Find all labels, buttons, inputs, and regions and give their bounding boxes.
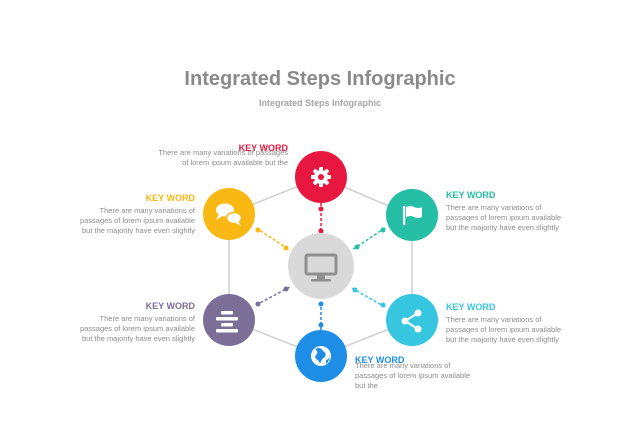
connector-upper-right: [351, 227, 386, 251]
connector-lower-right: [349, 286, 386, 308]
monitor-icon: [304, 253, 338, 282]
page-subtitle: Integrated Steps Infographic: [258, 98, 381, 108]
connector-lower-left: [255, 286, 291, 307]
node-upper-right: [386, 189, 438, 241]
connector-bottom: [318, 300, 324, 330]
node-top: [295, 151, 347, 203]
page-title: Integrated Steps Infographic: [184, 68, 456, 90]
desc-top: There are many variations of passages of…: [158, 148, 288, 167]
share-icon: [401, 309, 422, 333]
node-lower-left: [203, 294, 255, 346]
keyword-bottom: KEY WORD: [355, 355, 405, 365]
keyword-upper-left: KEY WORD: [145, 193, 195, 203]
center-node: [288, 233, 354, 299]
node-lower-right: [386, 294, 438, 346]
desc-lower-left: There are many variations of passages of…: [79, 314, 195, 343]
flag-icon: [403, 206, 422, 225]
node-bottom: [295, 330, 347, 382]
keyword-lower-left: KEY WORD: [145, 301, 195, 311]
keyword-upper-right: KEY WORD: [446, 190, 496, 200]
keyword-top: KEY WORD: [238, 143, 288, 153]
connector-upper-left: [255, 227, 291, 251]
keyword-lower-right: KEY WORD: [446, 302, 496, 312]
globe-icon: [311, 346, 331, 366]
list-icon: [216, 311, 238, 333]
desc-lower-right: There are many variations of passages of…: [446, 315, 562, 344]
chat-icon: [216, 203, 243, 226]
desc-bottom: There are many variations of passages of…: [355, 361, 471, 390]
desc-upper-right: There are many variations of passages of…: [446, 203, 562, 232]
node-upper-left: [203, 188, 255, 240]
desc-upper-left: There are many variations of passages of…: [79, 206, 195, 235]
gear-icon: [311, 167, 331, 187]
